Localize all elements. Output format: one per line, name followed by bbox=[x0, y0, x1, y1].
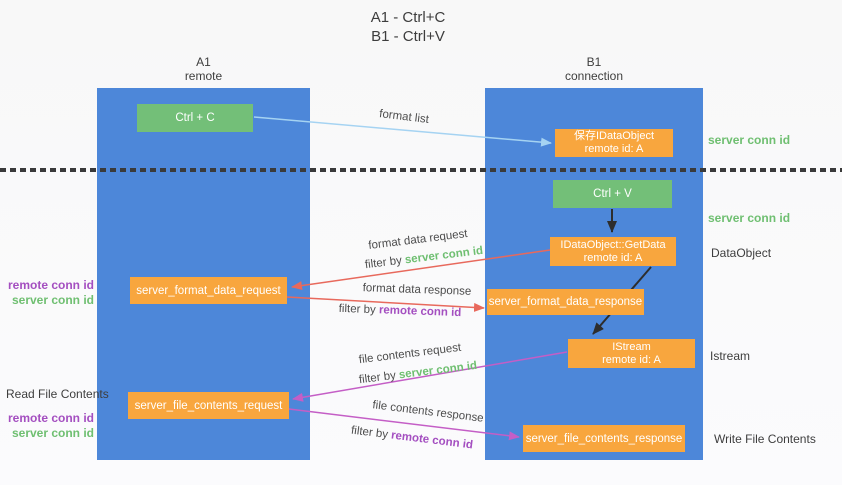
label-format-data-response: format data response bbox=[362, 282, 472, 298]
separator-dotted-line bbox=[0, 168, 842, 172]
label-file-contents-response: file contents response bbox=[371, 399, 485, 425]
node-server-format-data-response: server_format_data_response bbox=[487, 289, 644, 315]
write-file-contents-label: Write File Contents bbox=[714, 432, 816, 446]
left-remote-conn-id-label-2: remote conn id bbox=[7, 411, 94, 425]
server-conn-id-text: server conn id bbox=[404, 244, 484, 267]
remote-conn-id-text: remote conn id bbox=[378, 304, 462, 320]
node-istream-line1: IStream bbox=[612, 340, 651, 353]
lane-a1-name: A1 bbox=[196, 55, 211, 69]
node-ctrl-v: Ctrl + V bbox=[553, 180, 672, 208]
lane-a1-header: A1 remote bbox=[97, 55, 310, 83]
label-format-list: format list bbox=[378, 108, 430, 126]
node-server-format-data-request: server_format_data_request bbox=[130, 277, 287, 304]
left-server-conn-id-label-2: server conn id bbox=[11, 426, 94, 440]
node-save-idataobject-line1: 保存IDataObject bbox=[573, 130, 655, 142]
node-ctrl-c: Ctrl + C bbox=[137, 104, 253, 132]
diagram-title: A1 - Ctrl+C B1 - Ctrl+V bbox=[308, 8, 508, 46]
label-filter-by-remote-conn-id-2: filter by remote conn id bbox=[350, 425, 473, 452]
node-server-file-contents-response: server_file_contents_response bbox=[523, 425, 685, 452]
title-line-2: B1 - Ctrl+V bbox=[371, 28, 445, 45]
filter-by-text: filter by bbox=[358, 369, 400, 387]
lane-b1-name: B1 bbox=[586, 55, 602, 69]
node-istream: IStream remote id: A bbox=[568, 339, 695, 368]
remote-conn-id-text: remote conn id bbox=[390, 429, 474, 452]
title-line-1: A1 - Ctrl+C bbox=[370, 9, 446, 26]
label-filter-by-remote-conn-id-1: filter by remote conn id bbox=[338, 303, 461, 319]
lane-b1-role: connection bbox=[564, 69, 624, 83]
node-save-idataobject: 保存IDataObject remote id: A bbox=[555, 129, 673, 157]
node-server-file-contents-request: server_file_contents_request bbox=[128, 392, 289, 419]
lane-b1-header: B1 connection bbox=[485, 55, 703, 83]
istream-label: Istream bbox=[710, 349, 751, 363]
left-server-conn-id-label-1: server conn id bbox=[11, 293, 94, 307]
lane-a1-role: remote bbox=[184, 69, 223, 83]
right-server-conn-id-label-2: server conn id bbox=[708, 211, 791, 225]
node-getdata-line1: IDataObject::GetData bbox=[560, 238, 666, 251]
server-conn-id-text: server conn id bbox=[398, 359, 478, 382]
right-server-conn-id-label-1: server conn id bbox=[708, 133, 791, 147]
filter-by-text: filter by bbox=[350, 424, 392, 442]
read-file-contents-label: Read File Contents bbox=[6, 387, 109, 401]
left-remote-conn-id-label-1: remote conn id bbox=[7, 278, 94, 292]
node-getdata-line2: remote id: A bbox=[583, 251, 643, 264]
node-save-idataobject-line2: remote id: A bbox=[584, 143, 644, 155]
node-idataobject-getdata: IDataObject::GetData remote id: A bbox=[550, 237, 676, 266]
filter-by-text: filter by bbox=[338, 302, 380, 317]
dataobject-label: DataObject bbox=[711, 246, 772, 260]
filter-by-text: filter by bbox=[364, 254, 406, 272]
node-istream-line2: remote id: A bbox=[602, 353, 661, 366]
